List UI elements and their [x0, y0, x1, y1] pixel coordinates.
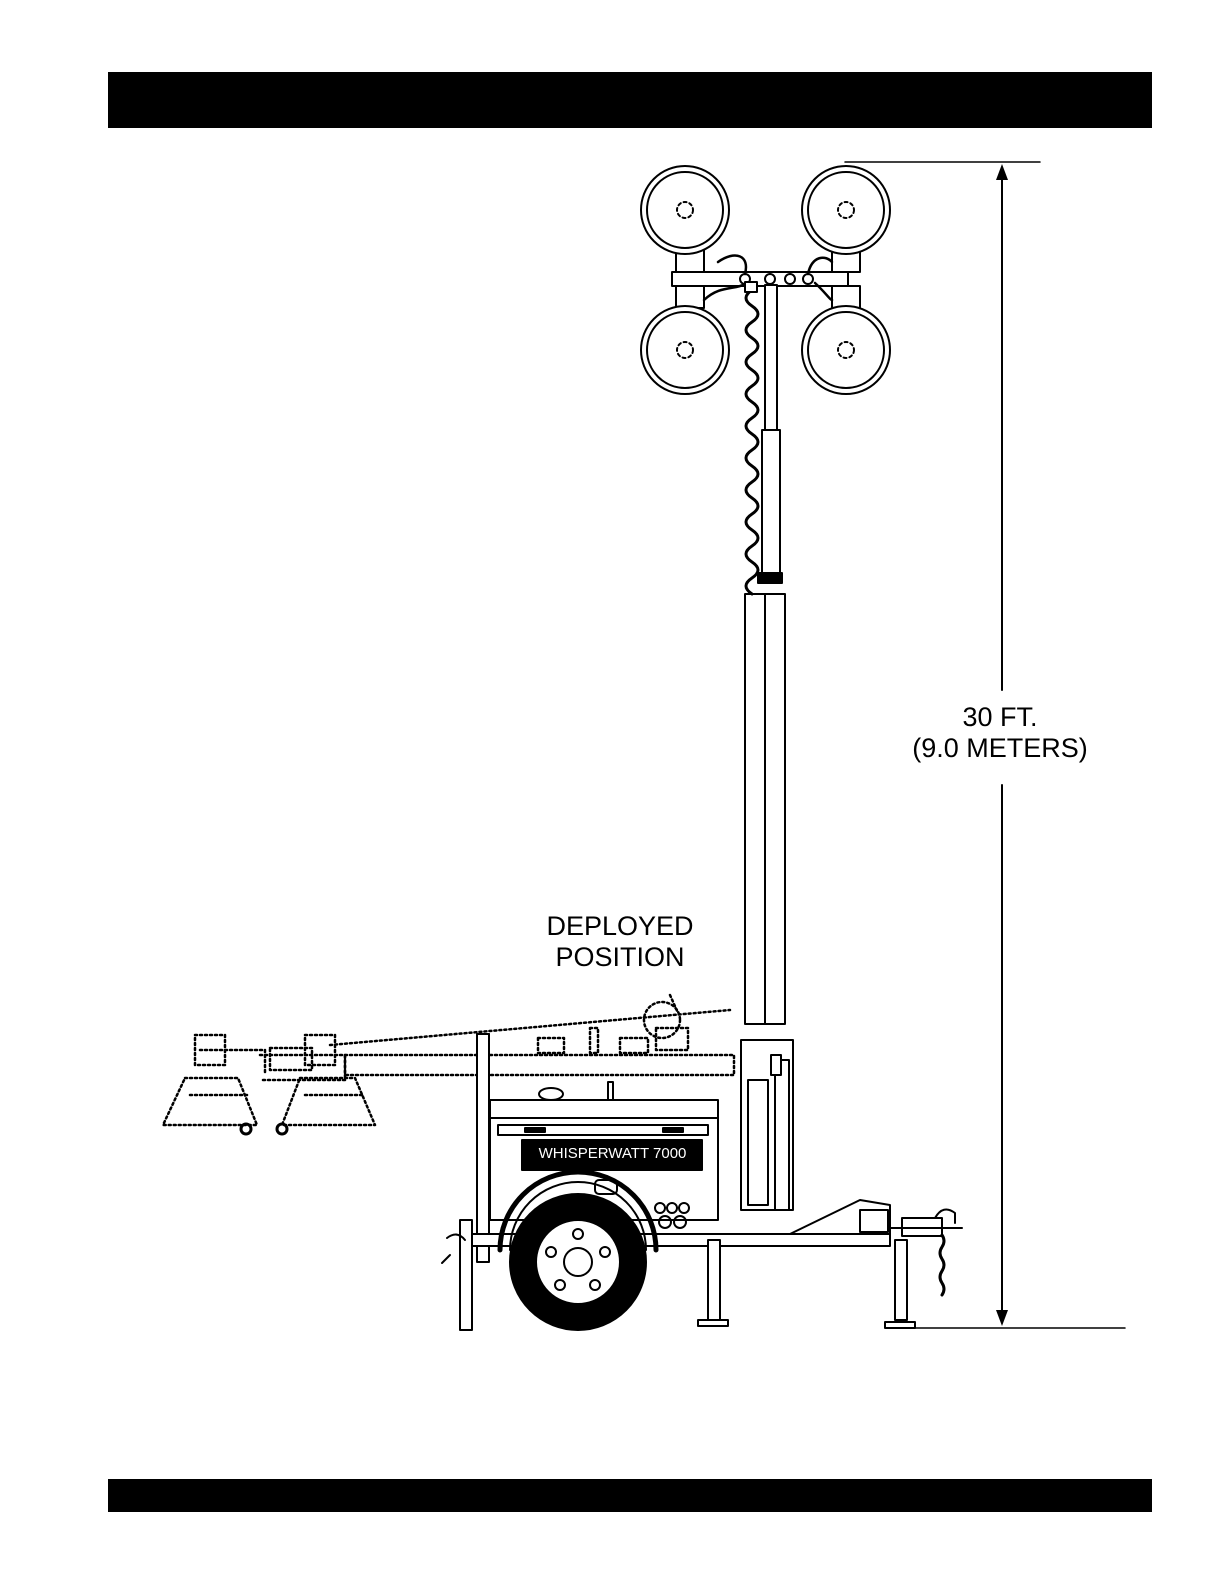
height-dimension-label: 30 FT. (9.0 METERS) [895, 702, 1105, 764]
lamp-lower-right [802, 286, 890, 394]
wheel [500, 1172, 656, 1330]
lamp-lower-left [641, 286, 729, 394]
arrow-down-icon [996, 1310, 1008, 1326]
height-meters: (9.0 METERS) [895, 733, 1105, 764]
deployed-line2: POSITION [520, 942, 720, 973]
footer-bar [108, 1479, 1152, 1512]
deployed-position-label: DEPLOYED POSITION [520, 911, 720, 973]
arrow-up-icon [996, 164, 1008, 180]
generator-model-badge: WHISPERWATT 7000 [530, 1143, 695, 1165]
height-feet: 30 FT. [895, 702, 1105, 733]
lamp-upper-right [802, 166, 890, 272]
mast [741, 282, 793, 1210]
lamp-upper-left [641, 166, 729, 272]
deployed-line1: DEPLOYED [520, 911, 720, 942]
